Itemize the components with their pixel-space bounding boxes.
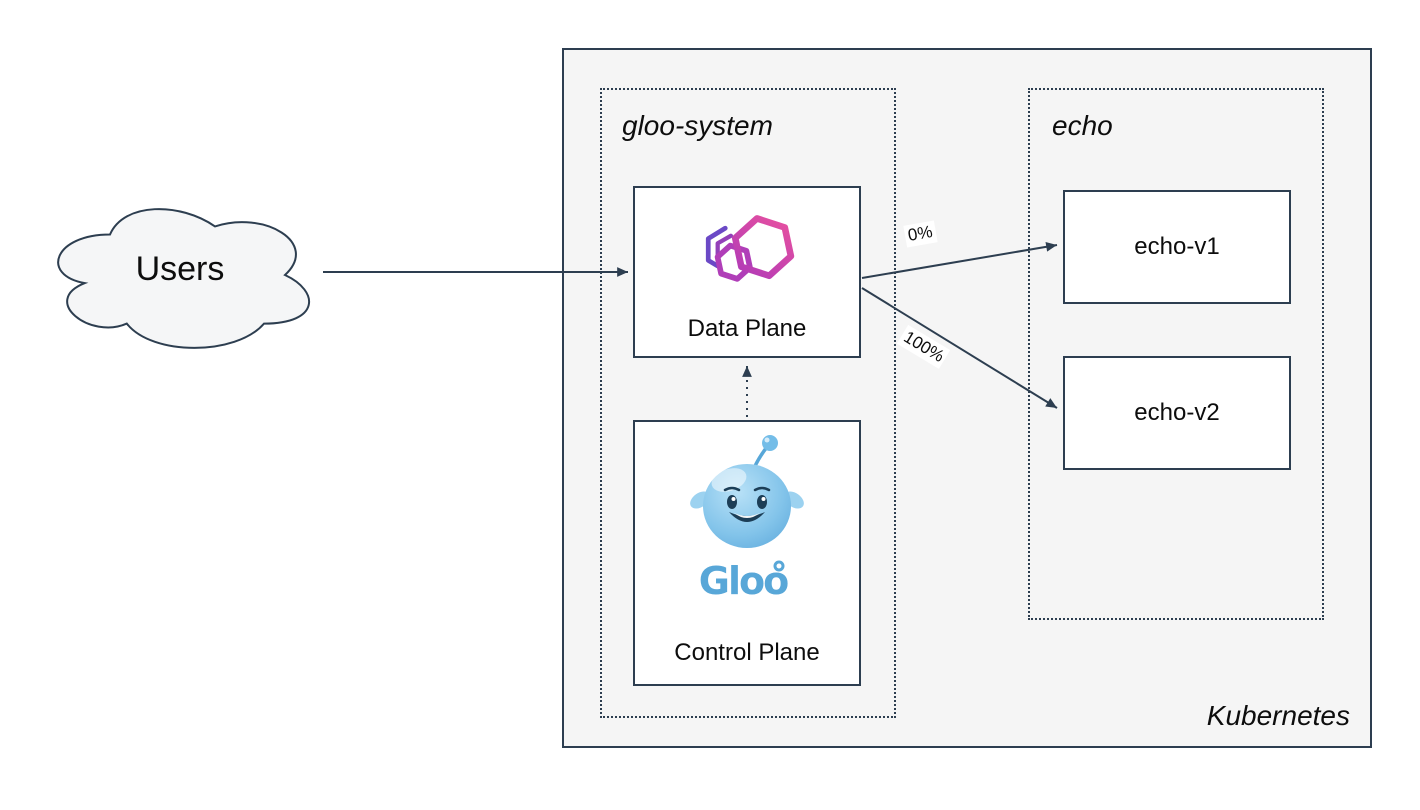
node-echo-v1: echo-v1: [1063, 190, 1291, 304]
node-echo-v2-label: echo-v2: [1134, 398, 1220, 426]
gloo-wordmark-degree-mark: [773, 560, 785, 572]
node-echo-v2: echo-v2: [1063, 356, 1291, 470]
node-control-plane-label: Control Plane: [674, 639, 820, 667]
kubernetes-cluster-label: Kubernetes: [1206, 700, 1350, 731]
node-data-plane-label: Data Plane: [687, 315, 807, 343]
namespace-echo-label: echo: [1052, 110, 1113, 141]
node-data-plane: Data Plane: [633, 186, 861, 358]
gloo-proxy-logo-icon: [705, 215, 795, 282]
node-control-plane: Gloo Control Plane: [633, 420, 861, 686]
node-echo-v1-label: echo-v1: [1134, 232, 1220, 260]
gloo-mascot-icon: Gloo: [690, 435, 804, 603]
users-cloud-label: Users: [135, 250, 225, 288]
namespace-gloo-system-label: gloo-system: [622, 110, 773, 141]
namespace-echo-box: [1028, 88, 1324, 620]
